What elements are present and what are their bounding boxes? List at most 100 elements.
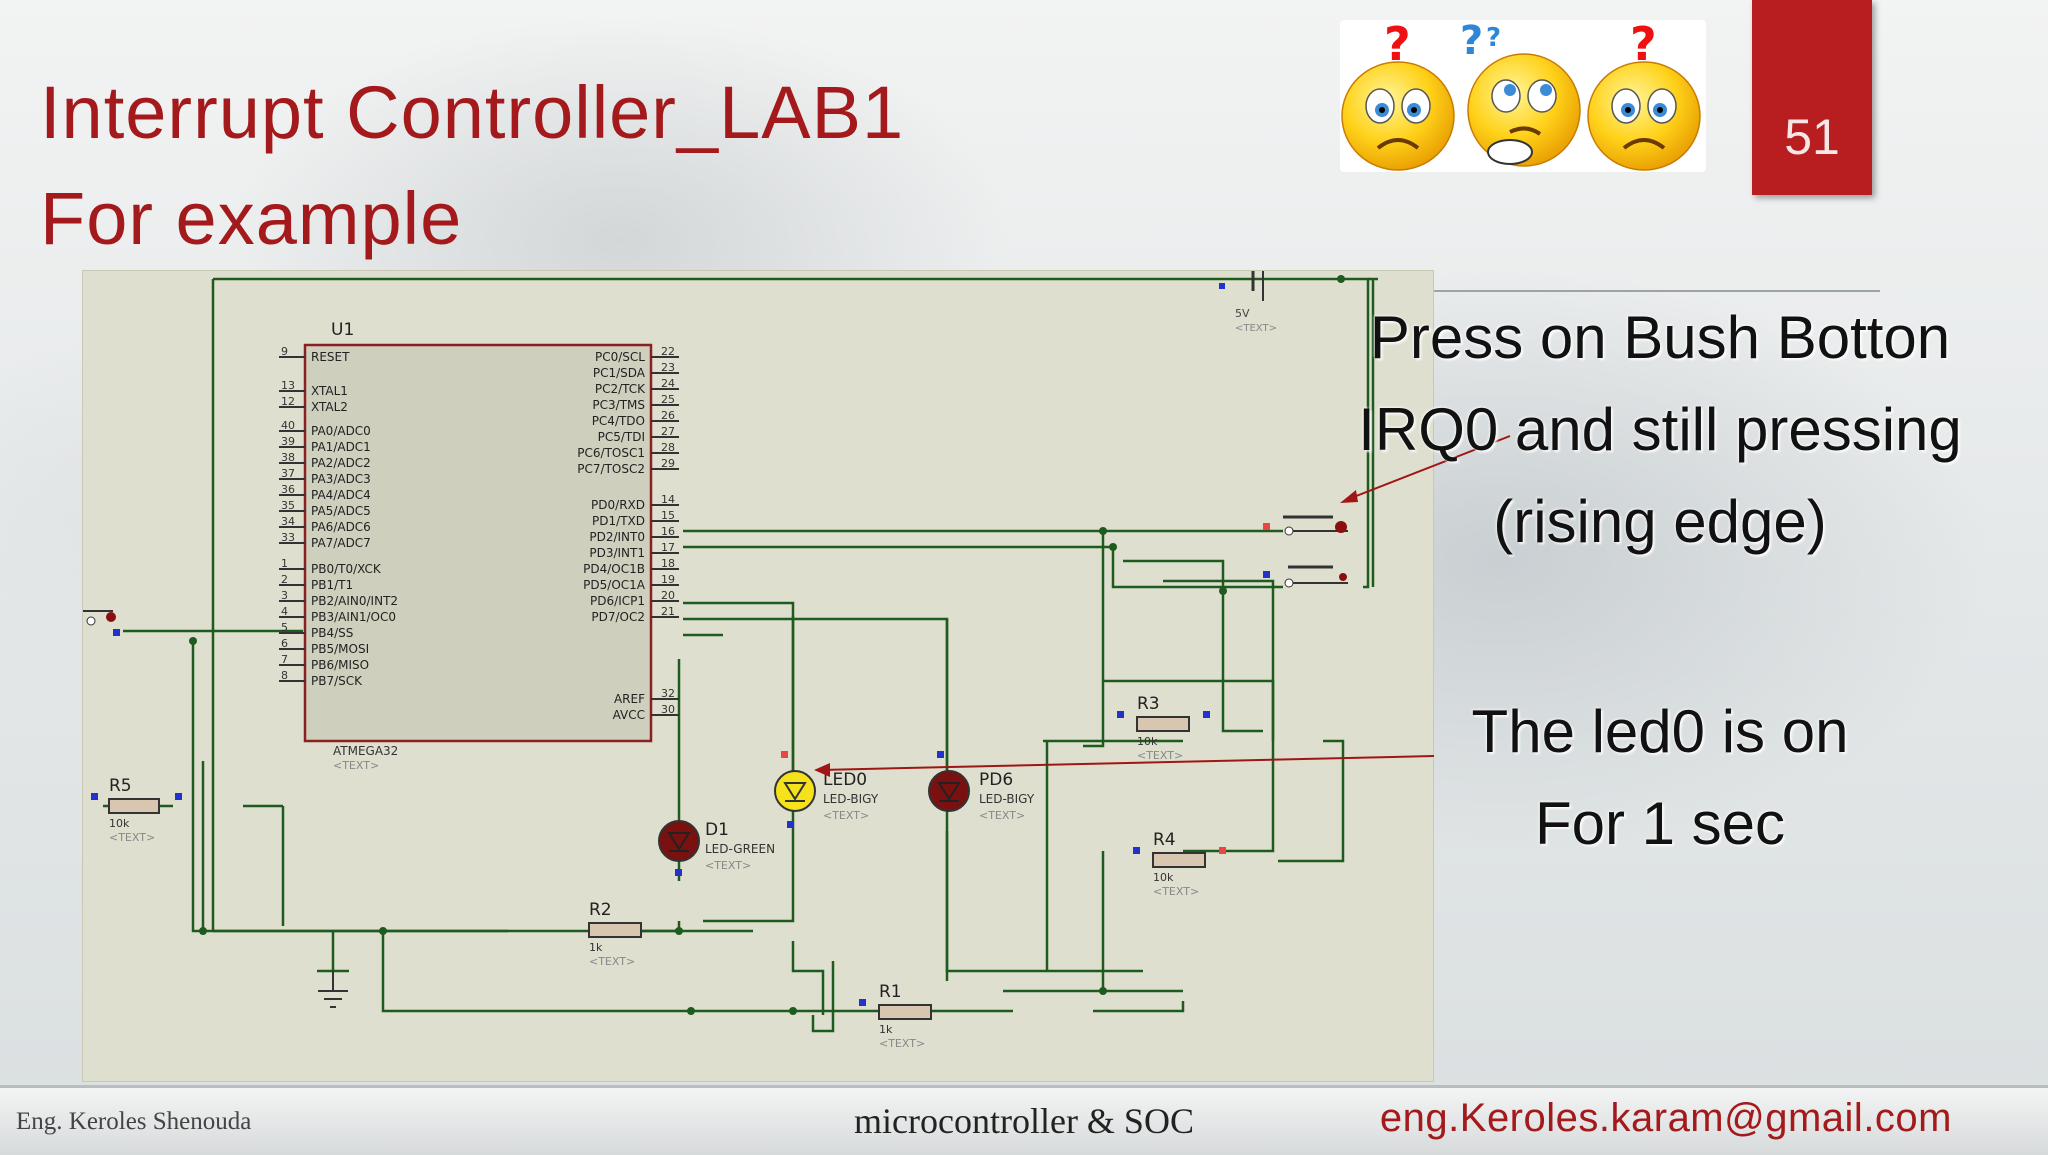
led0-part: LED-BIGY [823, 792, 879, 806]
battery-5v-icon: 5V <TEXT> [1219, 271, 1277, 334]
footer-course: microcontroller & SOC [854, 1101, 1194, 1141]
confused-faces-image: ? ? ? ? [1340, 17, 1706, 172]
svg-text:?: ? [1384, 20, 1411, 71]
left-pin-number: 33 [281, 531, 295, 544]
left-pin-number: 35 [281, 499, 295, 512]
left-pin-number: 8 [281, 669, 288, 682]
push-button-int1 [1263, 565, 1348, 588]
right-pin-name: PD0/RXD [591, 498, 645, 512]
left-pin-name: PB5/MOSI [311, 642, 369, 656]
left-pin-name: PB3/AIN1/OC0 [311, 610, 396, 624]
left-pin-name: PA0/ADC0 [311, 424, 371, 438]
right-pin-number: 14 [661, 493, 675, 506]
left-pin-number: 13 [281, 379, 295, 392]
left-pin-name: RESET [311, 350, 350, 364]
right-pin-name: PD1/TXD [592, 514, 645, 528]
left-pin-name: PA3/ADC3 [311, 472, 371, 486]
left-pin-number: 5 [281, 621, 288, 634]
left-pin-name: PB4/SS [311, 626, 353, 640]
right-pin-number: 25 [661, 393, 675, 406]
footer-email[interactable]: eng.Keroles.karam@gmail.com [1379, 1096, 1952, 1140]
right-pin-name: PD4/OC1B [583, 562, 645, 576]
d1-text: <TEXT> [705, 859, 751, 872]
r1-ref: R1 [879, 982, 902, 1002]
right-pin-name: PD2/INT0 [589, 530, 645, 544]
press-line-3: (rising edge) [1493, 488, 1827, 555]
led0-text: <TEXT> [823, 809, 869, 822]
right-pin-name: AVCC [613, 708, 645, 722]
r4-text: <TEXT> [1153, 885, 1199, 898]
svg-text:?: ? [1630, 20, 1657, 71]
right-pin-name: PD7/OC2 [591, 610, 645, 624]
press-line-1: Press on Bush Botton [1369, 304, 1951, 371]
right-pin-name: PD3/INT1 [589, 546, 645, 560]
left-pin-name: PA4/ADC4 [311, 488, 371, 502]
r2-text: <TEXT> [589, 955, 635, 968]
r4-ref: R4 [1153, 830, 1176, 850]
r3-text: <TEXT> [1137, 749, 1183, 762]
led-d1-green-icon: D1 LED-GREEN <TEXT> [658, 820, 775, 876]
slide-number-box: 51 [1752, 0, 1872, 195]
right-pin-number: 26 [661, 409, 675, 422]
right-pin-name: PD6/ICP1 [590, 594, 645, 608]
r5-value: 10k [109, 817, 130, 830]
left-pin-number: 12 [281, 395, 295, 408]
r1-text: <TEXT> [879, 1037, 925, 1050]
left-pin-number: 37 [281, 467, 295, 480]
r2-ref: R2 [589, 900, 612, 920]
divider-line [1430, 290, 1880, 292]
left-pin-number: 1 [281, 557, 288, 570]
left-pin-name: PA1/ADC1 [311, 440, 371, 454]
resistor-r5: R5 10k <TEXT> [91, 776, 182, 844]
r1-value: 1k [879, 1023, 893, 1036]
right-pin-name: PC5/TDI [598, 430, 645, 444]
left-pin-number: 9 [281, 345, 288, 358]
left-pin-name: PA2/ADC2 [311, 456, 371, 470]
left-pin-number: 39 [281, 435, 295, 448]
junction-dots [189, 275, 1345, 1015]
r5-ref: R5 [109, 776, 132, 796]
right-pin-name: PC3/TMS [592, 398, 645, 412]
right-pin-name: PD5/OC1A [583, 578, 646, 592]
slide-number: 51 [1784, 109, 1840, 165]
resistor-r3: R3 10k <TEXT> [1117, 694, 1210, 762]
right-pin-number: 16 [661, 525, 675, 538]
left-pin-name: PA6/ADC6 [311, 520, 371, 534]
right-pin-number: 20 [661, 589, 675, 602]
worried-face-icon: ? [1341, 17, 1455, 171]
pd6-part: LED-BIGY [979, 792, 1035, 806]
right-pin-number: 17 [661, 541, 675, 554]
left-pin-name: XTAL2 [311, 400, 348, 414]
right-pin-name: PC0/SCL [595, 350, 645, 364]
right-pin-name: PC4/TDO [592, 414, 645, 428]
left-pin-number: 34 [281, 515, 295, 528]
d1-part: LED-GREEN [705, 842, 775, 856]
right-pin-number: 24 [661, 377, 675, 390]
svg-text:?: ? [1486, 23, 1501, 53]
right-pin-number: 27 [661, 425, 675, 438]
right-pin-number: 30 [661, 703, 675, 716]
push-button-left [83, 610, 120, 636]
r2-value: 1k [589, 941, 603, 954]
left-pin-number: 36 [281, 483, 295, 496]
r5-text: <TEXT> [109, 831, 155, 844]
resistor-r1: R1 1k <TEXT> [859, 982, 932, 1050]
right-pin-name: PC7/TOSC2 [577, 462, 645, 476]
chip-text-placeholder: <TEXT> [333, 759, 379, 772]
left-pin-name: PB0/T0/XCK [311, 562, 382, 576]
right-pin-number: 23 [661, 361, 675, 374]
right-pin-name: AREF [614, 692, 645, 706]
left-pin-number: 4 [281, 605, 288, 618]
led-pd6-icon: PD6 LED-BIGY <TEXT> [928, 751, 1035, 822]
footer-author: Eng. Keroles Shenouda [16, 1108, 252, 1135]
confused-faces-icon: ? ? ? ? [1341, 17, 1701, 171]
left-pin-name: PA5/ADC5 [311, 504, 371, 518]
led-line-1: The led0 is on [1471, 698, 1849, 765]
press-line-2: IRQ0 and still pressing [1358, 396, 1962, 463]
left-pin-number: 3 [281, 589, 288, 602]
r3-ref: R3 [1137, 694, 1160, 714]
